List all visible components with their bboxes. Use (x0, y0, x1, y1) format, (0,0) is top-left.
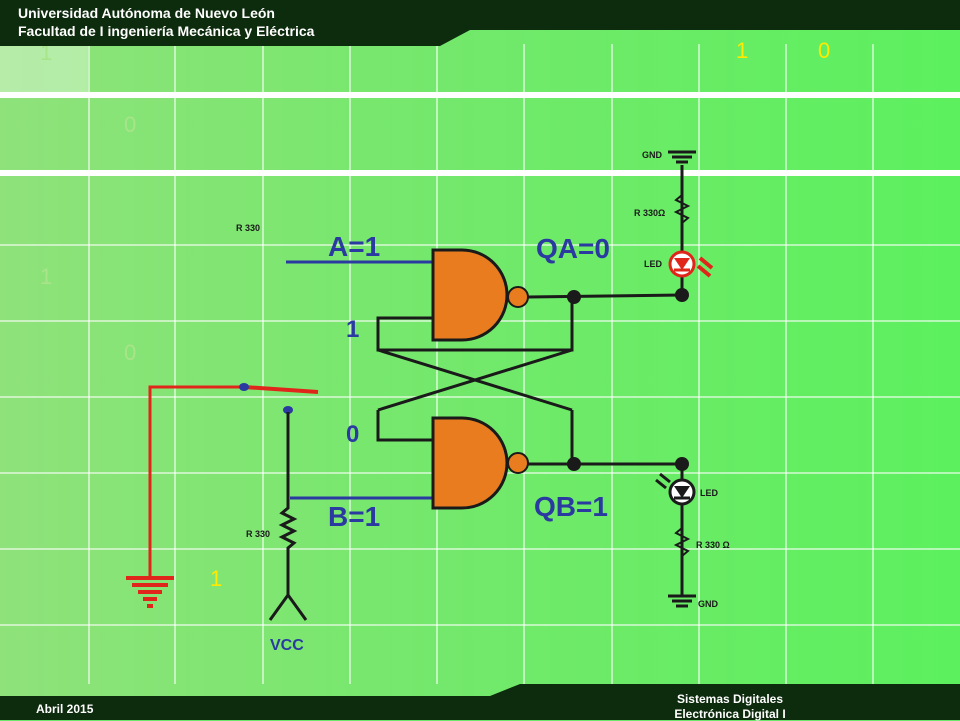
input-a-label: A=1 (328, 231, 380, 262)
nand-gate-top (431, 248, 529, 342)
feedback-wire-cross-2 (377, 348, 573, 412)
bg-digit: 0 (818, 38, 831, 63)
resistor-pulldown-label: R 330 (246, 529, 270, 539)
footer-bar (0, 684, 960, 720)
bg-digit: 1 (736, 38, 749, 63)
gnd-bottom-label: GND (698, 599, 719, 609)
header-bar (0, 0, 960, 46)
bg-digit: 0 (124, 112, 137, 137)
footer-course-2: Electrónica Digital I (674, 707, 786, 721)
led-branch-top (668, 150, 714, 290)
led-top-label: LED (644, 259, 663, 269)
bg-digit: 1 (40, 40, 53, 65)
resistor-top-left-label: R 330 (236, 223, 260, 233)
nand-gate-bottom (431, 416, 529, 510)
university-name: Universidad Autónoma de Nuevo León (18, 5, 275, 21)
bg-digit: 0 (124, 340, 137, 365)
bg-digit: 1 (40, 264, 53, 289)
resistor-led-bottom-label: R 330 Ω (696, 540, 730, 550)
output-qa-label: QA=0 (536, 233, 610, 264)
faculty-name: Facultad de I ingeniería Mecánica y Eléc… (18, 23, 315, 39)
bg-digit: 1 (210, 566, 223, 591)
feedback-wire-bottom (376, 410, 436, 442)
qa-wire (527, 293, 683, 299)
resistor-led-top-label: R 330Ω (634, 208, 665, 218)
feedback-top-label: 1 (346, 316, 359, 343)
pulldown-vcc (268, 406, 308, 621)
feedback-bottom-label: 0 (346, 421, 359, 448)
input-b-label: B=1 (328, 501, 380, 532)
gnd-top-label: GND (642, 150, 663, 160)
vcc-label: VCC (270, 637, 304, 654)
switch-ground (126, 383, 319, 608)
footer-date: Abril 2015 (36, 702, 94, 716)
output-qb-label: QB=1 (534, 491, 608, 522)
led-bottom-label: LED (700, 488, 719, 498)
led-branch-bottom (655, 470, 696, 608)
highlight-cell (0, 44, 88, 92)
footer-course-1: Sistemas Digitales (676, 692, 784, 706)
